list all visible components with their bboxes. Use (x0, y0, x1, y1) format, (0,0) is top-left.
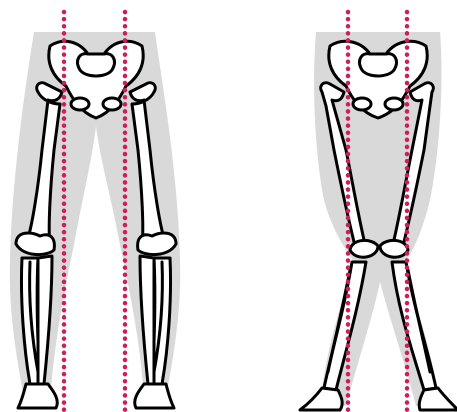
right-foot-left (419, 388, 457, 410)
right-foot-right (300, 388, 342, 410)
bowlegs-skeleton-icon (10, 12, 180, 412)
left-foot-right (18, 384, 57, 408)
knock-knee-skeleton-icon (300, 12, 457, 412)
left-foot-left (135, 384, 174, 408)
